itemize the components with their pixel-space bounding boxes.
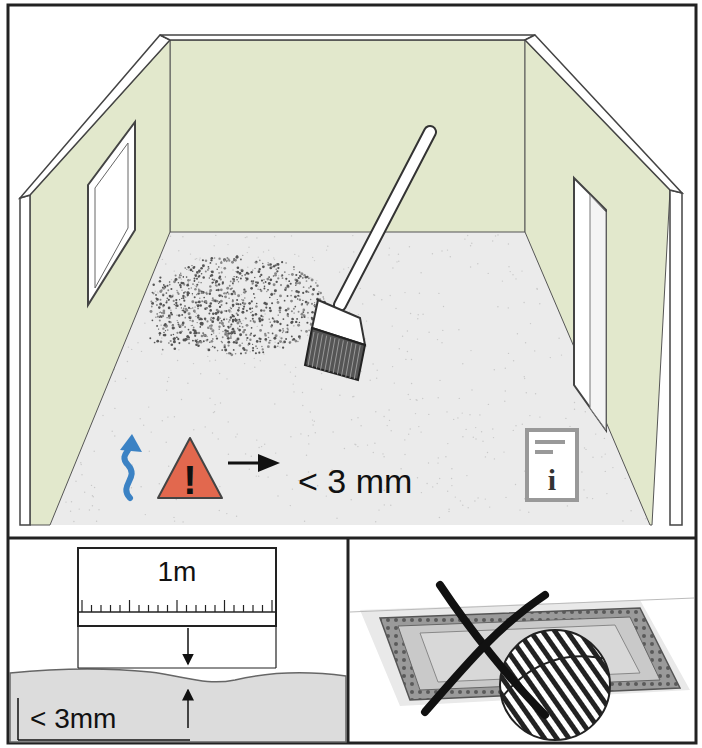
ruler-label: 1m xyxy=(158,558,197,586)
info-mark: i xyxy=(548,465,556,495)
dimension-label: < 3mm xyxy=(30,705,116,733)
warning-mark: ! xyxy=(183,460,196,500)
tolerance-label: < 3 mm xyxy=(298,464,412,498)
